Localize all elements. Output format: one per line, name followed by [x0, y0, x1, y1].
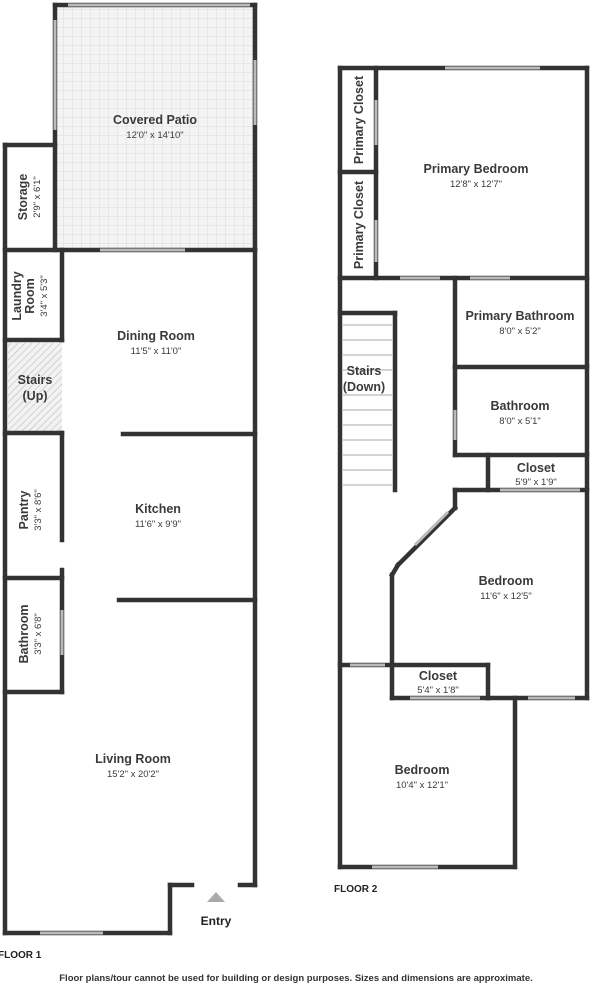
room-name: Bedroom [395, 763, 450, 777]
room-name: Primary Closet [352, 75, 366, 164]
room-dims: 15'2" x 20'2" [107, 769, 159, 780]
stairs-up-hatch [8, 343, 62, 433]
room-stairs-down: Stairs (Down) [343, 364, 385, 394]
room-dims: 5'9" x 1'9" [515, 477, 557, 488]
room-name: Dining Room [117, 329, 195, 343]
room-bathroom-f2: Bathroom 8'0" x 5'1" [490, 399, 549, 427]
room-dims: 10'4" x 12'1" [396, 780, 448, 791]
room-primary-closet-1: Primary Closet [352, 75, 366, 164]
room-name: Bathroom [490, 399, 549, 413]
stairs-down-treads [343, 324, 392, 486]
room-name: Primary Bedroom [424, 162, 529, 176]
room-bathroom-f1: Bathroom 3'3" x 6'8" [17, 604, 44, 663]
floor-2-plan: FLOOR 2 Primary Closet Primary Closet Pr… [334, 65, 590, 895]
room-dims: 3'4" x 5'3" [39, 275, 50, 317]
room-dims: 12'0" x 14'10" [126, 130, 183, 141]
entry-label: Entry [201, 914, 232, 928]
room-storage: Storage 2'9" x 6'1" [16, 174, 43, 221]
floor-1-plan: Entry FLOOR 1 Covered Patio 12'0" x 14'1… [0, 2, 258, 961]
room-bedroom-b: Bedroom 10'4" x 12'1" [395, 763, 450, 791]
room-name: Bedroom [479, 574, 534, 588]
room-dims: 2'9" x 6'1" [32, 176, 43, 218]
room-name: Closet [517, 461, 556, 475]
room-name-line-1: Laundry [10, 271, 24, 320]
room-dims: 11'6" x 9'9" [135, 519, 181, 530]
room-name-line-2: Room [23, 278, 37, 313]
entry-arrow-icon [207, 892, 225, 902]
room-name: Primary Closet [352, 180, 366, 269]
disclaimer-text: Floor plans/tour cannot be used for buil… [59, 973, 533, 984]
room-dims: 8'0" x 5'1" [499, 416, 541, 427]
room-kitchen: Kitchen 11'6" x 9'9" [135, 502, 181, 530]
room-name-line-2: (Down) [343, 380, 385, 394]
room-dims: 3'3" x 8'6" [33, 489, 44, 531]
room-dims: 12'8" x 12'7" [450, 179, 502, 190]
floor-2-walls [337, 65, 590, 870]
room-dims: 5'4" x 1'8" [417, 685, 459, 696]
room-bedroom-a: Bedroom 11'6" x 12'5" [479, 574, 534, 602]
room-dining: Dining Room 11'5" x 11'0" [117, 329, 195, 357]
room-name-line-1: Stairs [18, 373, 53, 387]
room-name-line-2: (Up) [23, 389, 48, 403]
room-primary-bedroom: Primary Bedroom 12'8" x 12'7" [424, 162, 529, 190]
room-primary-closet-2: Primary Closet [352, 180, 366, 269]
room-closet-b: Closet 5'4" x 1'8" [417, 669, 459, 696]
room-dims: 11'5" x 11'0" [131, 346, 182, 357]
room-name: Bathroom [17, 604, 31, 663]
floor-2-windows [350, 66, 580, 869]
floor-1-windows [40, 3, 257, 935]
floor-1-walls [2, 2, 258, 936]
room-name: Kitchen [135, 502, 181, 516]
room-dims: 3'3" x 6'8" [33, 613, 44, 655]
room-pantry: Pantry 3'3" x 8'6" [17, 489, 44, 531]
room-living: Living Room 15'2" x 20'2" [95, 752, 171, 780]
room-closet-a: Closet 5'9" x 1'9" [515, 461, 557, 488]
room-name: Storage [16, 174, 30, 221]
room-name: Pantry [17, 491, 31, 530]
room-dims: 11'6" x 12'5" [480, 591, 531, 602]
room-laundry: Laundry Room 3'4" x 5'3" [10, 271, 50, 320]
room-name: Living Room [95, 752, 171, 766]
floor-2-label: FLOOR 2 [334, 884, 378, 895]
room-dims: 8'0" x 5'2" [499, 326, 541, 337]
floor-1-label: FLOOR 1 [0, 950, 42, 961]
room-primary-bathroom: Primary Bathroom 8'0" x 5'2" [465, 309, 574, 337]
room-stairs-up: Stairs (Up) [18, 373, 53, 403]
room-name: Primary Bathroom [465, 309, 574, 323]
room-name: Closet [419, 669, 458, 683]
room-covered-patio: Covered Patio 12'0" x 14'10" [113, 113, 197, 141]
room-name-line-1: Stairs [347, 364, 382, 378]
room-name: Covered Patio [113, 113, 197, 127]
patio-floor [55, 6, 255, 250]
